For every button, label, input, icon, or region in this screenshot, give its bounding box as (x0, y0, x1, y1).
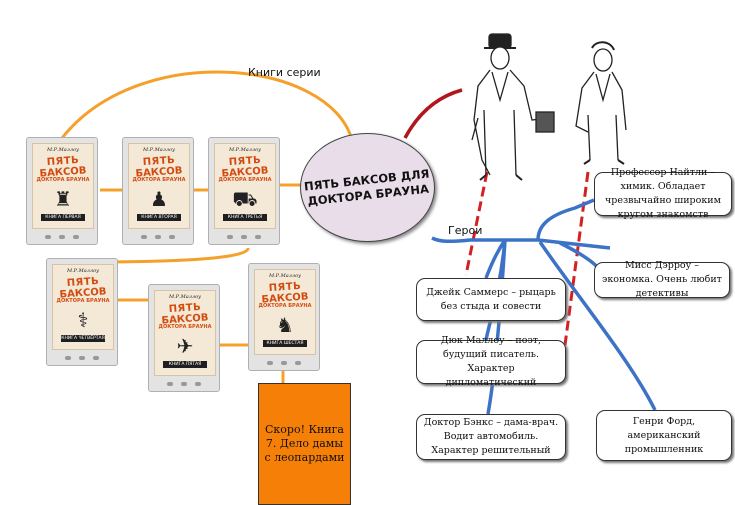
book-cover-art: М.Р.Маллоу ПЯТЬ БАКСОВ ДОКТОРА БРАУНА ✈ … (154, 290, 216, 376)
book-emblem-icon: ⛟ (232, 187, 258, 211)
illustration-link-line (403, 88, 463, 139)
book-title-line3: ДОКТОРА БРАУНА (56, 298, 110, 304)
book-cover-1: М.Р.Маллоу ПЯТЬ БАКСОВ ДОКТОРА БРАУНА ♜ … (26, 137, 98, 245)
hero-node-jake: Джейк Саммерс – рыцарь без стыда и совес… (416, 278, 566, 321)
book-volume-band: КНИГА ПЯТАЯ (163, 361, 207, 368)
center-topic: ПЯТЬ БАКСОВ ДЛЯ ДОКТОРА БРАУНА (300, 133, 435, 242)
book-author: М.Р.Маллоу (142, 147, 176, 153)
hero-description: Джейк Саммерс – рыцарь без стыда и совес… (426, 286, 556, 312)
hero-description: Мисс Дэрроу – экономка. Очень любит дете… (602, 260, 722, 299)
book-author: М.Р.Маллоу (228, 147, 262, 153)
book-emblem-icon: ⚕ (77, 308, 89, 332)
book-title-line3: ДОКТОРА БРАУНА (36, 177, 90, 183)
book-author: М.Р.Маллоу (66, 268, 100, 274)
books-link-line (60, 70, 354, 141)
red-dashed-line-left (464, 171, 489, 276)
reader-buttons (227, 233, 261, 241)
hero-node-darrow: Мисс Дэрроу – экономка. Очень любит дете… (594, 260, 730, 299)
book-author: М.Р.Маллоу (46, 147, 80, 153)
hero-description: Доктор Бэнкс – дама-врач. Водит автомоби… (423, 417, 559, 456)
book-volume-band: КНИГА ТРЕТЬЯ (223, 214, 267, 221)
book-cover-art: М.Р.Маллоу ПЯТЬ БАКСОВ ДОКТОРА БРАУНА ⚕ … (52, 264, 114, 350)
hero-description: Профессор Найтли – химик. Обладает чрезв… (604, 167, 722, 220)
hero-node-banks: Доктор Бэнкс – дама-врач. Водит автомоби… (416, 414, 566, 460)
hero-description: Генри Форд, американский промышленник (624, 415, 704, 455)
reader-buttons (141, 233, 175, 241)
hero-node-duke: Дюк Маллоу – поэт, будущий писатель. Хар… (416, 335, 566, 388)
reader-buttons (267, 359, 301, 367)
book-author: М.Р.Маллоу (168, 294, 202, 300)
hero-description: Дюк Маллоу – поэт, будущий писатель. Хар… (440, 335, 542, 388)
books-series-label: Книги серии (248, 66, 321, 79)
book-emblem-icon: ♞ (276, 313, 294, 337)
gentlemen-illustration (471, 33, 627, 181)
reader-buttons (167, 380, 201, 388)
coming-soon-text: Скоро! Книга 7. Дело дамы с леопардами (264, 423, 345, 464)
coming-soon-book-7: Скоро! Книга 7. Дело дамы с леопардами (258, 383, 351, 505)
book-cover-art: М.Р.Маллоу ПЯТЬ БАКСОВ ДОКТОРА БРАУНА ♜ … (32, 143, 94, 229)
book-title-line3: ДОКТОРА БРАУНА (158, 324, 212, 330)
book-emblem-icon: ✈ (176, 334, 194, 358)
book-cover-2: М.Р.Маллоу ПЯТЬ БАКСОВ ДОКТОРА БРАУНА ♟ … (122, 137, 194, 245)
book-emblem-icon: ♟ (150, 187, 168, 211)
heroes-main-line (431, 236, 611, 250)
heroes-label: Герои (448, 224, 483, 237)
reader-buttons (65, 354, 99, 362)
book-volume-band: КНИГА ЧЕТВЁРТАЯ (61, 335, 105, 342)
book-title-line3: ДОКТОРА БРАУНА (218, 177, 272, 183)
reader-buttons (45, 233, 79, 241)
book-cover-art: М.Р.Маллоу ПЯТЬ БАКСОВ ДОКТОРА БРАУНА ♟ … (128, 143, 190, 229)
book-cover-6: М.Р.Маллоу ПЯТЬ БАКСОВ ДОКТОРА БРАУНА ♞ … (248, 263, 320, 371)
book-volume-band: КНИГА ПЕРВАЯ (41, 214, 85, 221)
hero-branch-knightley (536, 198, 595, 241)
book-title-line3: ДОКТОРА БРАУНА (258, 303, 312, 309)
hero-node-knightley: Профессор Найтли – химик. Обладает чрезв… (594, 167, 732, 220)
book-author: М.Р.Маллоу (268, 273, 302, 279)
book-title-line3: ДОКТОРА БРАУНА (132, 177, 186, 183)
book-cover-art: М.Р.Маллоу ПЯТЬ БАКСОВ ДОКТОРА БРАУНА ⛟ … (214, 143, 276, 229)
book-cover-3: М.Р.Маллоу ПЯТЬ БАКСОВ ДОКТОРА БРАУНА ⛟ … (208, 137, 280, 245)
book-cover-5: М.Р.Маллоу ПЯТЬ БАКСОВ ДОКТОРА БРАУНА ✈ … (148, 284, 220, 392)
hero-node-ford: Генри Форд, американский промышленник (596, 410, 732, 461)
book-volume-band: КНИГА ВТОРАЯ (137, 214, 181, 221)
center-topic-title: ПЯТЬ БАКСОВ ДЛЯ ДОКТОРА БРАУНА (303, 166, 430, 208)
hero-branch-jake (484, 239, 507, 279)
book-cover-4: М.Р.Маллоу ПЯТЬ БАКСОВ ДОКТОРА БРАУНА ⚕ … (46, 258, 118, 366)
book-cover-art: М.Р.Маллоу ПЯТЬ БАКСОВ ДОКТОРА БРАУНА ♞ … (254, 269, 316, 355)
book-emblem-icon: ♜ (54, 187, 72, 211)
hero-branch-ford (538, 241, 657, 411)
book-volume-band: КНИГА ШЕСТАЯ (263, 340, 307, 347)
